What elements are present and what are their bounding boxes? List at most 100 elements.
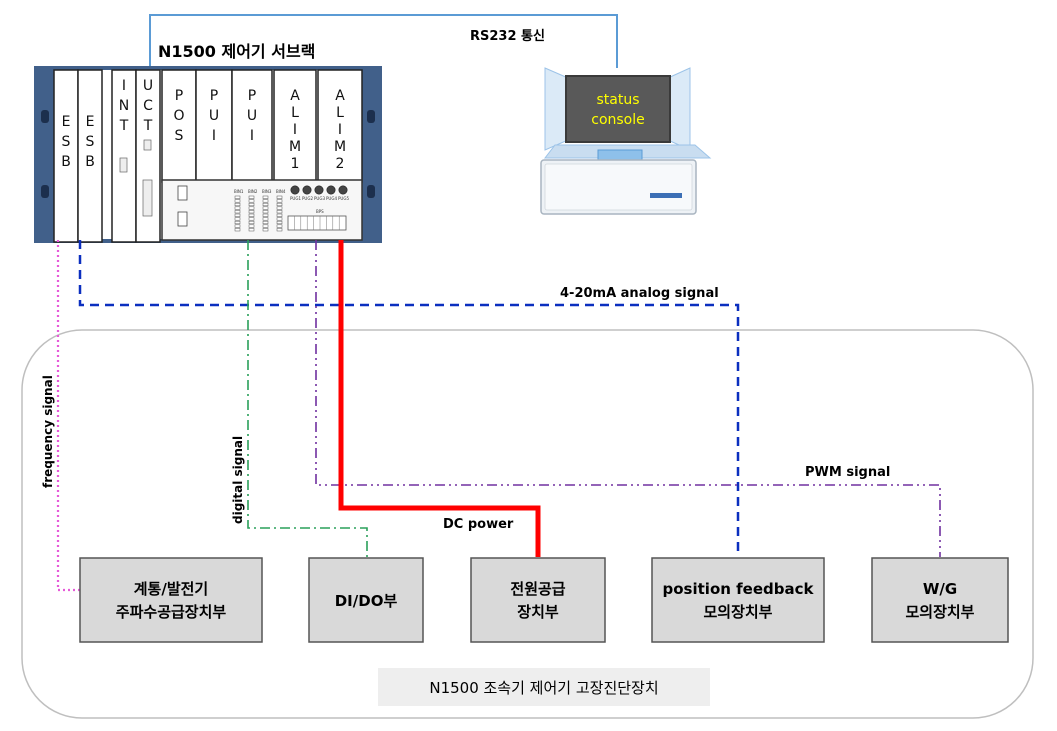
terminal-pin xyxy=(262,202,269,207)
rack-mount-hole xyxy=(41,110,49,123)
knob-label: PUG3 xyxy=(314,196,325,201)
terminal-pin xyxy=(234,220,241,225)
terminal-pin xyxy=(248,217,255,221)
module-panel xyxy=(231,69,273,183)
module-esb-1: ESB xyxy=(53,69,79,243)
module-letter: S xyxy=(175,128,184,144)
box-power-supply xyxy=(470,557,606,643)
rack-title: N1500 제어기 서브랙 xyxy=(158,42,315,61)
box-wg-line1: W/G xyxy=(923,580,957,598)
footer-label-box xyxy=(378,668,710,706)
bank-label: BIN3 xyxy=(262,189,272,194)
terminal-pin xyxy=(262,224,269,228)
module-panel xyxy=(317,69,363,183)
terminal-pin xyxy=(262,228,269,232)
rack-mount-hole xyxy=(41,185,49,198)
console-line2: console xyxy=(591,112,645,128)
module-uct: UCT xyxy=(135,69,161,243)
device-box-frequency-supply: 계통/발전기 주파수공급장치부 xyxy=(79,557,263,643)
box-wg-line2: 모의장치부 xyxy=(905,603,974,621)
terminal-pin xyxy=(248,199,255,203)
terminal-pin xyxy=(234,210,241,214)
test-device-enclosure xyxy=(21,329,1034,719)
module-letter: N xyxy=(119,98,129,114)
terminal-pin xyxy=(262,213,269,217)
module-panel xyxy=(195,69,233,183)
box-position-feedback xyxy=(651,557,825,643)
terminal-pin xyxy=(248,220,255,225)
module-letter: S xyxy=(62,134,71,150)
dc-power-line xyxy=(338,240,541,557)
module-pos: POS xyxy=(161,69,197,183)
module-letter: O xyxy=(173,108,184,124)
terminal-pin xyxy=(262,217,269,221)
module-panel xyxy=(111,69,137,243)
terminal-pin xyxy=(276,195,283,199)
device-box-power-supply: 전원공급 장치부 xyxy=(470,557,606,643)
rack-mount-hole xyxy=(367,110,375,123)
module-connector xyxy=(142,179,153,217)
module-letter: I xyxy=(293,122,297,138)
module-pui-1: PUI xyxy=(195,69,233,183)
module-panel xyxy=(161,69,197,183)
terminal-pin xyxy=(276,210,283,214)
knob-label: PUG5 xyxy=(338,196,349,201)
module-letter: B xyxy=(61,154,71,170)
dc-power-label: DC power xyxy=(443,517,514,532)
knob-label: PUG1 xyxy=(290,196,301,201)
digital-signal-label: digital signal xyxy=(231,436,245,524)
terminal-pin xyxy=(234,217,241,221)
module-letter: E xyxy=(62,114,71,130)
terminal-pin xyxy=(248,202,255,207)
terminal-label: BPS xyxy=(316,209,324,214)
monitor-side-left xyxy=(544,67,569,151)
frequency-signal-line xyxy=(56,240,80,592)
terminal-pin xyxy=(276,228,283,232)
module-letter: P xyxy=(175,88,183,104)
terminal-pin xyxy=(262,199,269,203)
terminal-strip-ticks xyxy=(294,216,340,230)
terminal-pin xyxy=(276,206,283,210)
box-frequency-supply xyxy=(79,557,263,643)
console-line1: status xyxy=(596,92,639,108)
module-connector xyxy=(143,139,152,151)
module-letter: T xyxy=(143,118,153,134)
module-int: INT xyxy=(111,69,137,243)
device-box-dido: DI/DO부 xyxy=(308,557,424,643)
module-letter: M xyxy=(289,139,301,155)
terminal-pin xyxy=(234,202,241,207)
connector xyxy=(177,211,188,227)
terminal-strip xyxy=(287,215,347,231)
terminal-pin xyxy=(262,220,269,225)
terminal-pin xyxy=(248,228,255,232)
module-letter: B xyxy=(85,154,95,170)
module-letter: A xyxy=(335,88,345,104)
box-wg xyxy=(871,557,1009,643)
terminal-pin xyxy=(248,210,255,214)
module-letter: P xyxy=(248,88,256,104)
box-position-feedback-line1: position feedback xyxy=(663,580,815,598)
monitor-stand xyxy=(597,149,643,161)
rack-mount-hole xyxy=(367,185,375,198)
terminal-pin xyxy=(262,206,269,210)
device-box-position-feedback: position feedback 모의장치부 xyxy=(651,557,825,643)
terminal-pin xyxy=(276,217,283,221)
module-pui-2: PUI xyxy=(231,69,273,183)
bank-label: BIN4 xyxy=(276,189,286,194)
module-letter: I xyxy=(212,128,216,144)
terminal-pin xyxy=(248,224,255,228)
module-letter: P xyxy=(210,88,218,104)
console-drive-slot xyxy=(650,193,682,198)
module-letter: U xyxy=(247,108,257,124)
knob-label: PUG4 xyxy=(326,196,337,201)
monitor-side-right xyxy=(667,67,691,151)
terminal-pin xyxy=(234,213,241,217)
module-letter: T xyxy=(119,118,129,134)
digital-signal-line xyxy=(247,240,368,557)
knob xyxy=(338,185,348,195)
rs232-label: RS232 통신 xyxy=(470,29,545,44)
terminal-pin xyxy=(248,195,255,199)
module-connector xyxy=(119,157,128,173)
